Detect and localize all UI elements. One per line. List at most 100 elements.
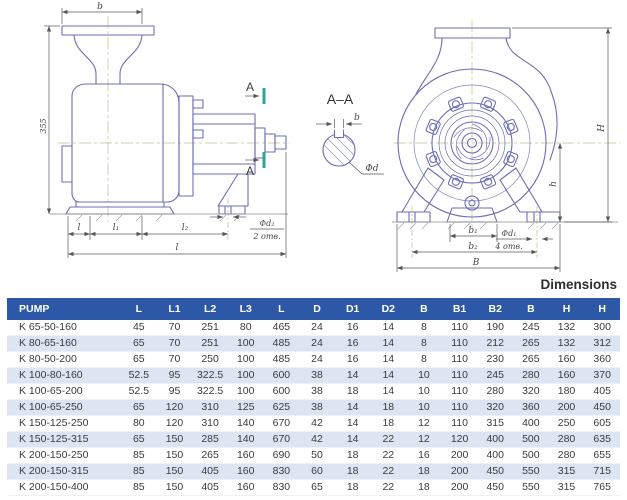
table-cell: 280 xyxy=(477,383,514,400)
table-cell: 280 xyxy=(548,431,585,448)
column-header: D1 xyxy=(334,298,371,320)
table-cell: 670 xyxy=(263,415,300,432)
pump-name-cell: K 200-150-315 xyxy=(7,463,121,480)
column-header: L xyxy=(121,298,157,320)
section-letter-bottom: A xyxy=(246,164,254,178)
ground-hatching xyxy=(75,214,241,222)
pump-name-cell: K 150-125-250 xyxy=(7,415,121,432)
table-cell: 300 xyxy=(584,320,620,336)
table-cell: 405 xyxy=(584,383,620,400)
keyway xyxy=(333,129,345,139)
table-cell: 18 xyxy=(370,399,407,416)
dim-label-l1: l₁ xyxy=(113,223,120,233)
table-cell: 14 xyxy=(334,431,371,448)
column-header: B1 xyxy=(441,298,478,320)
pump-front-body xyxy=(396,27,561,223)
table-cell: 830 xyxy=(263,479,300,496)
table-cell: 322.5 xyxy=(192,383,228,400)
table-cell: 120 xyxy=(156,399,193,416)
table-cell: 14 xyxy=(334,367,371,384)
table-cell: 212 xyxy=(477,335,514,352)
table-cell: 18 xyxy=(406,479,442,496)
table-cell: 450 xyxy=(477,479,514,496)
table-cell: 65 xyxy=(121,431,157,448)
table-cell: 360 xyxy=(513,399,549,416)
table-cell: 600 xyxy=(263,383,300,400)
table-cell: 16 xyxy=(334,351,371,368)
table-cell: 14 xyxy=(370,383,407,400)
table-cell: 110 xyxy=(441,335,478,352)
keyway-cutout xyxy=(334,130,344,138)
dim-label-key-width: b xyxy=(354,113,360,123)
table-cell: 65 xyxy=(121,335,157,352)
table-cell: 250 xyxy=(548,415,585,432)
table-cell: 65 xyxy=(299,479,335,496)
table-cell: 500 xyxy=(513,447,549,464)
table-cell: 110 xyxy=(441,351,478,368)
table-cell: 245 xyxy=(513,320,549,336)
section-letter-top: A xyxy=(246,80,254,94)
table-cell: 110 xyxy=(441,320,478,336)
table-cell: 450 xyxy=(477,463,514,480)
table-cell: 160 xyxy=(548,351,585,368)
column-header: PUMP xyxy=(7,298,121,320)
section-title: A–A xyxy=(327,91,354,107)
shaft-section-drawing: A–A b Φd xyxy=(316,91,384,175)
table-cell: 245 xyxy=(477,367,514,384)
dim-label-b: b xyxy=(97,2,103,12)
dim-label-height: 355 xyxy=(39,118,48,133)
pump-name-cell: K 200-150-400 xyxy=(7,479,121,496)
table-cell: 315 xyxy=(548,479,585,496)
table-cell: 200 xyxy=(441,479,478,496)
table-cell: 42 xyxy=(299,415,335,432)
table-cell: 85 xyxy=(121,479,157,496)
table-cell: 830 xyxy=(263,463,300,480)
table-cell: 38 xyxy=(299,383,335,400)
table-cell: 14 xyxy=(334,415,371,432)
table-cell: 550 xyxy=(513,463,549,480)
pump-name-cell: K 80-65-160 xyxy=(7,335,121,352)
table-cell: 370 xyxy=(584,367,620,384)
table-cell: 605 xyxy=(584,415,620,432)
table-cell: 52.5 xyxy=(121,383,157,400)
table-cell: 485 xyxy=(263,351,300,368)
table-cell: 22 xyxy=(370,479,407,496)
table-cell: 600 xyxy=(263,367,300,384)
column-header: D xyxy=(299,298,335,320)
table-cell: 12 xyxy=(406,415,442,432)
table-cell: 285 xyxy=(192,431,228,448)
table-cell: 265 xyxy=(513,351,549,368)
column-header: H xyxy=(584,298,620,320)
table-cell: 310 xyxy=(192,399,228,416)
side-view-drawing: b 355 l l₁ l₂ l Φd₂ 2 отв. A A xyxy=(39,2,290,258)
pump-name-cell: K 100-65-200 xyxy=(7,383,121,400)
impeller-blades xyxy=(453,123,491,161)
table-cell: 132 xyxy=(548,335,585,352)
table-cell: 670 xyxy=(263,431,300,448)
table-cell: 125 xyxy=(227,399,264,416)
table-cell: 625 xyxy=(263,399,300,416)
table-cell: 765 xyxy=(584,479,620,496)
table-cell: 312 xyxy=(584,335,620,352)
dim-label-l-total: l xyxy=(176,243,179,253)
table-cell: 150 xyxy=(156,479,193,496)
table-cell: 45 xyxy=(121,320,157,336)
table-cell: 140 xyxy=(227,415,264,432)
table-cell: 85 xyxy=(121,447,157,464)
section-dimensions xyxy=(316,119,384,175)
table-cell: 322.5 xyxy=(192,367,228,384)
table-cell: 400 xyxy=(513,415,549,432)
bearing-flange-assembly xyxy=(425,96,519,190)
dim-label-hole-count: 2 отв. xyxy=(252,232,280,241)
table-cell: 70 xyxy=(156,335,193,352)
front-dimensions xyxy=(396,27,612,272)
pump-side-body xyxy=(61,25,287,215)
table-cell: 120 xyxy=(441,431,478,448)
column-header: B xyxy=(513,298,549,320)
